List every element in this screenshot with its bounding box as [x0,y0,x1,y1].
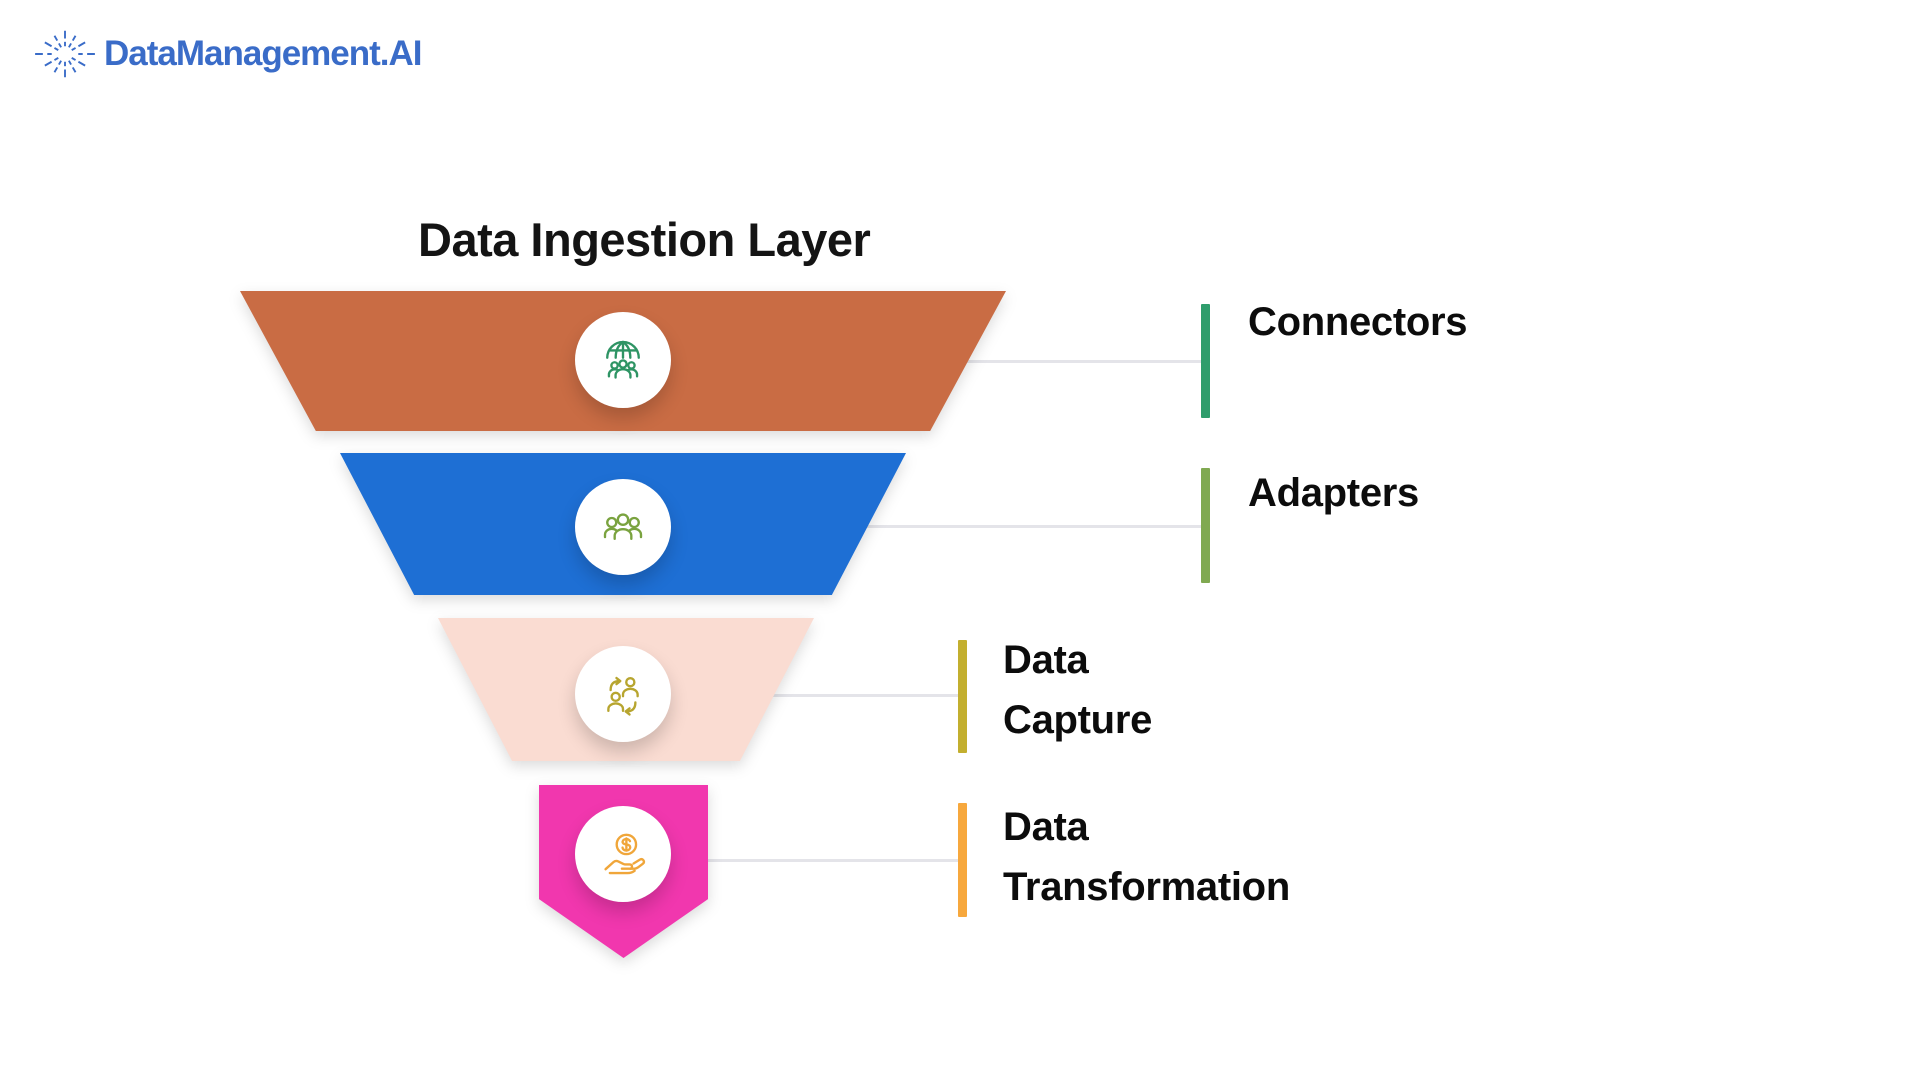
team-icon [596,500,650,554]
connector-line-1 [962,360,1205,363]
brand-name: DataManagement.AI [104,34,423,73]
icon-badge-1 [575,312,671,408]
globe-team-icon [596,333,650,387]
level-label-adapters: Adapters [1248,471,1419,515]
starburst-icon [34,23,96,85]
connector-line-2 [860,525,1205,528]
label-bar-1 [1201,304,1210,418]
brand-logo: DataManagement.AI [34,20,423,88]
level-label-connectors: Connectors [1248,300,1468,344]
connector-line-3 [770,694,962,697]
level-label-data-capture: Data Capture [1003,638,1153,742]
label-bar-2 [1201,468,1210,583]
icon-badge-4 [575,806,671,902]
icon-badge-2 [575,479,671,575]
label-bar-3 [958,640,967,753]
hand-coin-icon [596,827,650,881]
label-bar-4 [958,803,967,917]
diagram-title: Data Ingestion Layer [418,213,871,266]
level-label-data-transformation: Data Transformation [1003,805,1290,909]
people-exchange-icon [596,667,650,721]
connector-line-4 [704,859,962,862]
icon-badge-3 [575,646,671,742]
